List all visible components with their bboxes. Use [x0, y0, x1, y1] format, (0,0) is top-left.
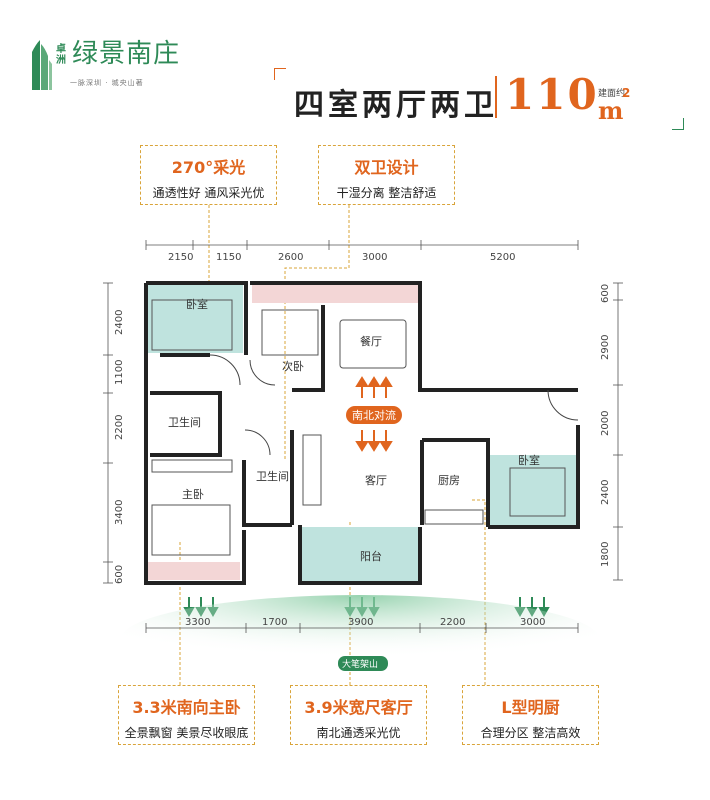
dim-top-5: 5200	[490, 252, 515, 263]
dim-right-5: 1800	[600, 542, 611, 567]
callout-kitchen-desc: 合理分区 整洁高效	[480, 726, 581, 740]
callout-lighting-title: 270°采光	[171, 158, 246, 177]
dims-bottom	[145, 623, 579, 633]
area-unit-sup: 2	[622, 86, 631, 100]
room-second-bedroom: 次卧	[282, 359, 304, 373]
dim-top-2: 1150	[216, 252, 241, 263]
dim-left-4: 3400	[114, 500, 125, 525]
ns-flow-badge	[346, 406, 402, 424]
bedroom-e-fill	[488, 455, 578, 527]
area-unit: m	[598, 96, 624, 125]
callout-living-title: 3.9米宽尺客厅	[304, 698, 413, 717]
callout-master: 3.3米南向主卧 全景飘窗 美景尽收眼底	[118, 685, 255, 745]
room-kitchen: 厨房	[438, 474, 460, 487]
arrows-down-icon	[355, 430, 393, 452]
callout-living: 3.9米宽尺客厅 南北通透采光优	[290, 685, 427, 745]
dim-bottom-5: 3000	[520, 617, 545, 628]
area-label: 建面约	[598, 89, 626, 99]
logo-title: 绿景南庄	[72, 39, 181, 69]
window-north-fill	[252, 285, 420, 303]
dim-bottom-1: 3300	[185, 617, 210, 628]
room-bathroom-w: 卫生间	[168, 415, 201, 429]
callout-living-desc: 南北通透采光优	[316, 726, 401, 740]
room-bathroom-c: 卫生间	[256, 469, 289, 483]
walls	[144, 281, 580, 585]
callout-master-title: 3.3米南向主卧	[132, 698, 241, 717]
building-logo-icon	[32, 40, 52, 90]
dim-bottom-3: 3900	[348, 617, 373, 628]
dim-bottom-4: 2200	[440, 617, 465, 628]
callout-lighting: 270°采光 通透性好 通风采光优	[140, 145, 277, 205]
mountain-glow	[120, 595, 600, 685]
furniture	[151, 299, 566, 556]
dim-left-3: 2200	[114, 415, 125, 440]
logo-small-text: 卓洲	[56, 44, 66, 66]
room-master: 主卧	[182, 488, 204, 501]
header-frame	[274, 68, 684, 130]
doors	[209, 354, 579, 456]
arrows-up-icon	[355, 376, 393, 398]
window-south-fill	[148, 562, 240, 580]
dims-left	[103, 282, 113, 584]
room-bedroom-e: 卧室	[518, 453, 540, 467]
callout-master-desc: 全景飘窗 美景尽收眼底	[124, 726, 249, 740]
callout-kitchen: L型明厨 合理分区 整洁高效	[462, 685, 599, 745]
dim-right-1: 600	[600, 284, 611, 303]
room-balcony: 阳台	[360, 549, 382, 563]
dim-bottom-2: 1700	[262, 617, 287, 628]
room-dining: 餐厅	[360, 334, 382, 348]
dim-right-2: 2900	[600, 335, 611, 360]
dim-left-1: 2400	[114, 310, 125, 335]
balcony-fill	[300, 527, 420, 583]
mountain-label: 大笔架山	[342, 658, 378, 670]
callout-bath-desc: 干湿分离 整洁舒适	[336, 186, 437, 200]
dim-top-4: 3000	[362, 252, 387, 263]
dims-top	[145, 240, 579, 250]
mountain-badge	[338, 656, 388, 671]
ns-flow-label: 南北对流	[352, 408, 396, 422]
area-value: 110	[505, 70, 599, 119]
dims-right	[613, 282, 623, 581]
layout-title: 四室两厅两卫	[294, 88, 498, 123]
room-bedroom-nw: 卧室	[186, 297, 208, 311]
logo: 卓洲 绿景南庄 一脉深圳 · 城央山著	[30, 38, 230, 98]
callout-bath: 双卫设计 干湿分离 整洁舒适	[318, 145, 455, 205]
dim-left-5: 600	[114, 565, 125, 584]
dim-top-3: 2600	[278, 252, 303, 263]
callout-bath-title: 双卫设计	[354, 158, 419, 177]
bedroom-nw-fill	[147, 285, 243, 353]
callout-kitchen-title: L型明厨	[501, 698, 560, 717]
dim-right-4: 2400	[600, 480, 611, 505]
room-living: 客厅	[365, 473, 387, 487]
logo-subtitle: 一脉深圳 · 城央山著	[70, 79, 144, 87]
callout-lighting-desc: 通透性好 通风采光优	[152, 186, 265, 200]
dim-left-2: 1100	[114, 360, 125, 385]
dim-top-1: 2150	[168, 252, 193, 263]
dim-right-3: 2000	[600, 411, 611, 436]
